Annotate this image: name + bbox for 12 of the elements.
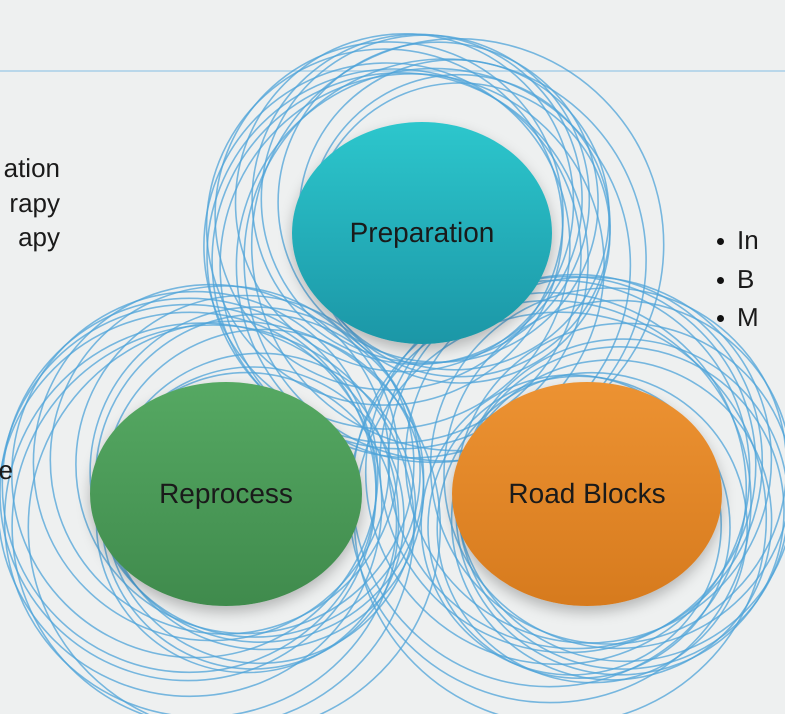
list-item-text: rapy	[9, 188, 60, 218]
node-label: Reprocess	[159, 478, 293, 510]
list-item-text: apy	[18, 222, 60, 252]
list-item-text: ation	[4, 153, 60, 183]
ellipse-node	[452, 382, 722, 606]
ellipse-node	[90, 382, 362, 606]
list-item-text: M	[737, 302, 759, 332]
node-label: Road Blocks	[508, 478, 666, 510]
ellipse-node	[292, 122, 552, 344]
node-label: Preparation	[350, 217, 494, 249]
list-item-text: B	[737, 264, 754, 294]
list-item-text: In	[737, 225, 759, 255]
